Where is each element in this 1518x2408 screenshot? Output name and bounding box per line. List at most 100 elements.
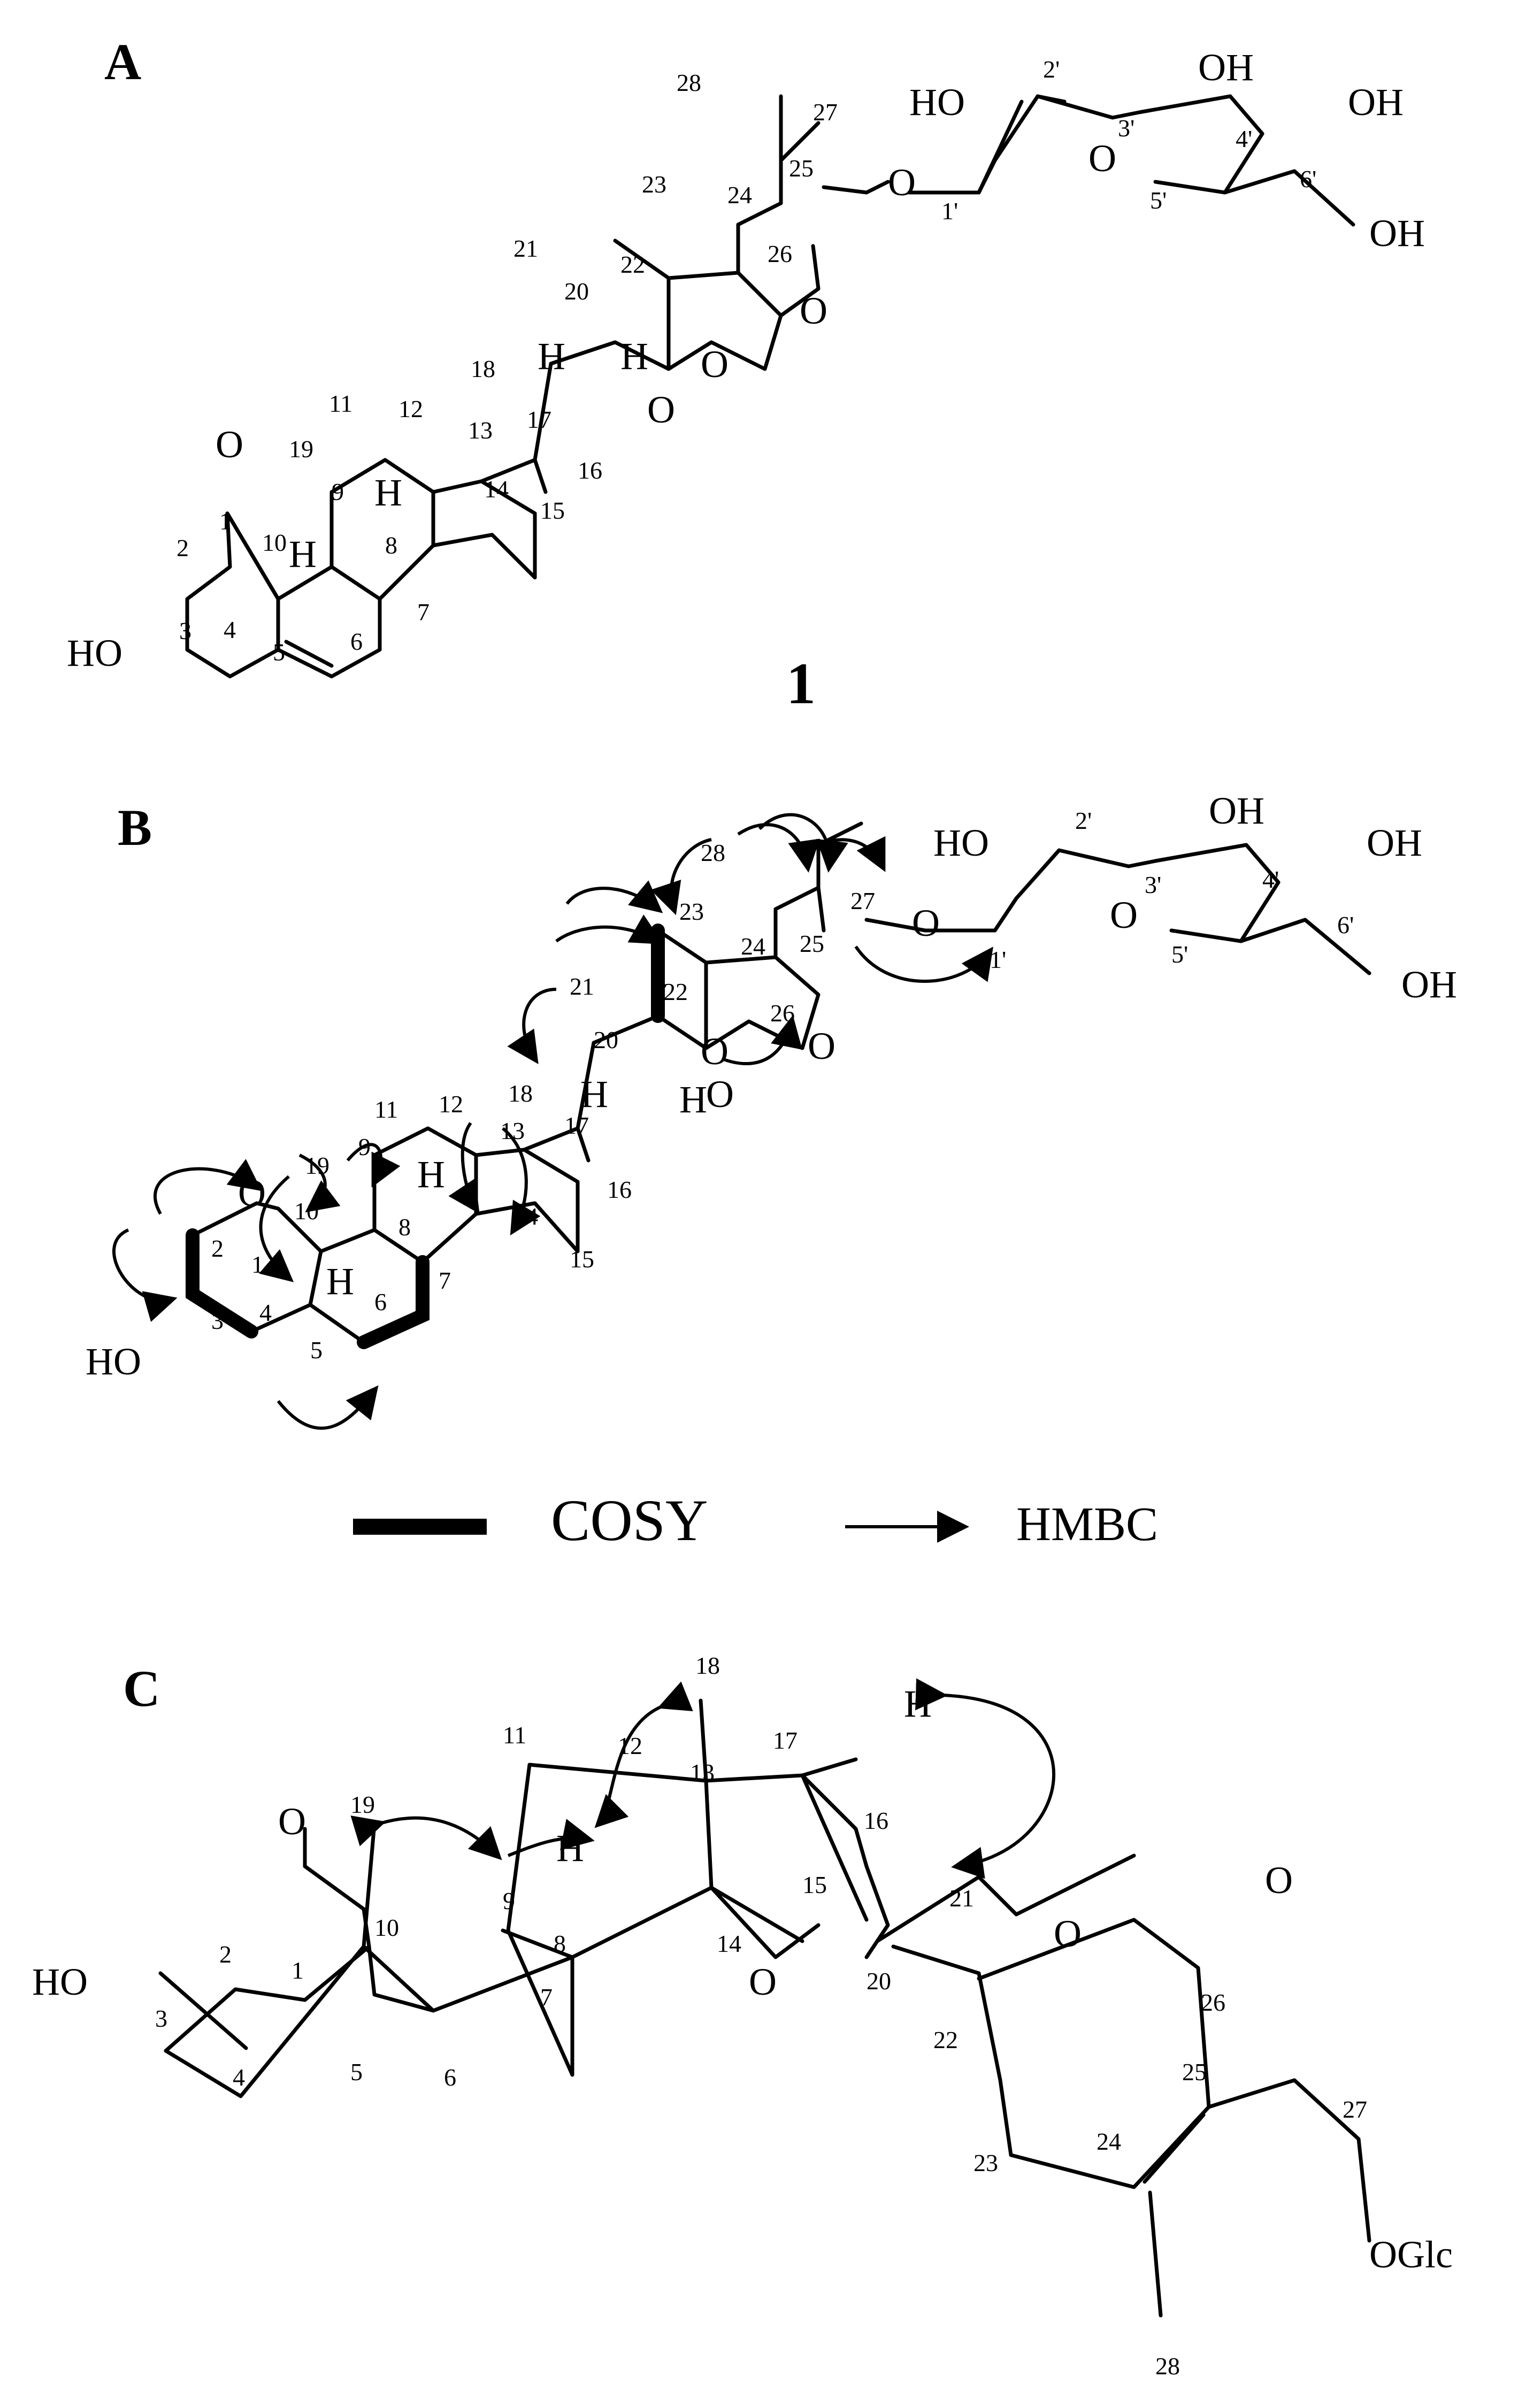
panel-a-locant-27: 27 bbox=[813, 98, 838, 126]
panel-c-locant-24: 24 bbox=[1097, 2128, 1121, 2155]
panel-b-locant-1: 1 bbox=[251, 1251, 264, 1278]
panel-a-locant-14: 14 bbox=[484, 475, 509, 503]
panel-a-h-22: H bbox=[620, 335, 648, 378]
panel-b-ketone-o: O bbox=[238, 1172, 266, 1214]
panel-b-h-9: H bbox=[326, 1260, 354, 1303]
panel-b-oh-3: OH bbox=[1209, 789, 1264, 832]
panel-a-ho-3: HO bbox=[67, 632, 122, 674]
panel-c-locant-11: 11 bbox=[503, 1721, 526, 1749]
panel-b-locant-28: 28 bbox=[701, 839, 725, 866]
panel-b-locant-4p: 4' bbox=[1262, 866, 1279, 893]
panel-b-ring-o: O bbox=[1110, 894, 1138, 936]
panel-a-ho-2: HO bbox=[909, 81, 965, 124]
panel-c-carbonyl-o: O bbox=[1265, 1859, 1293, 1902]
panel-b-locant-25: 25 bbox=[800, 930, 824, 957]
panel-a-locant-8: 8 bbox=[385, 532, 397, 559]
panel-a-lactone-o: O bbox=[701, 343, 729, 386]
panel-a-letter: A bbox=[104, 33, 141, 90]
panel-c-skeleton bbox=[158, 1698, 1371, 2318]
panel-b-locant-15: 15 bbox=[570, 1245, 594, 1273]
panel-a-locant-28: 28 bbox=[677, 69, 701, 96]
panel-b-locant-9: 9 bbox=[358, 1133, 371, 1160]
panel-b-h-17: H bbox=[580, 1073, 608, 1115]
panel-b-locant-23: 23 bbox=[679, 898, 704, 925]
panel-c-locant-16: 16 bbox=[864, 1807, 888, 1834]
hmbc-legend-label: HMBC bbox=[1016, 1498, 1158, 1551]
panel-c-locant-13: 13 bbox=[690, 1759, 715, 1786]
panel-a-compound-number: 1 bbox=[786, 651, 816, 716]
panel-a-locant-4: 4 bbox=[224, 616, 236, 643]
panel-c-locant-4: 4 bbox=[233, 2064, 245, 2091]
panel-b-locant-4: 4 bbox=[259, 1299, 272, 1326]
panel-b-locant-22: 22 bbox=[663, 978, 688, 1005]
panel-b-locant-18: 18 bbox=[508, 1080, 533, 1107]
panel-b-locant-20: 20 bbox=[594, 1026, 618, 1053]
panel-c-locant-21: 21 bbox=[949, 1884, 974, 1912]
panel-a-locant-3p: 3' bbox=[1118, 114, 1134, 142]
panel-b-oh-6: OH bbox=[1401, 963, 1457, 1006]
panel-b-locant-7: 7 bbox=[439, 1267, 451, 1294]
cosy-legend-label: COSY bbox=[551, 1488, 708, 1553]
panel-a-locant-1: 1 bbox=[219, 507, 232, 535]
panel-c-locant-25: 25 bbox=[1182, 2058, 1207, 2086]
panel-a-locant-18: 18 bbox=[471, 355, 495, 382]
panel-b-skeleton bbox=[190, 821, 863, 1344]
panel-b-locant-8: 8 bbox=[398, 1213, 411, 1241]
panel-a-locant-9: 9 bbox=[332, 478, 344, 505]
panel-c-letter: C bbox=[123, 1660, 160, 1717]
panel-a-skeleton bbox=[185, 94, 821, 679]
panel-a-locant-19: 19 bbox=[289, 435, 313, 463]
panel-a: A O HO O O O O O HO OH OH OH H H bbox=[67, 33, 1425, 716]
panel-a-locant-15: 15 bbox=[540, 497, 565, 524]
panel-b-hmbc-arrows bbox=[112, 813, 993, 1430]
panel-b-locant-2: 2 bbox=[211, 1235, 224, 1262]
panel-a-locant-3: 3 bbox=[179, 617, 191, 644]
panel-c-locant-23: 23 bbox=[973, 2149, 998, 2176]
panel-b-locant-2p: 2' bbox=[1075, 807, 1092, 834]
panel-b-locant-21: 21 bbox=[570, 973, 594, 1000]
panel-b-cosy-bonds bbox=[186, 924, 665, 1349]
panel-c-locant-10: 10 bbox=[374, 1914, 399, 1941]
panel-b-oh-4: OH bbox=[1367, 821, 1422, 864]
panel-b-letter: B bbox=[118, 799, 152, 856]
panel-c-locant-22: 22 bbox=[933, 2026, 958, 2053]
panel-c-locant-8: 8 bbox=[554, 1930, 566, 1957]
panel-b-locant-16: 16 bbox=[607, 1176, 632, 1203]
panel-a-oh-6: OH bbox=[1369, 212, 1425, 255]
panel-c-locant-2: 2 bbox=[219, 1941, 232, 1968]
panel-a-locant-5: 5 bbox=[273, 638, 285, 666]
panel-c-locant-7: 7 bbox=[540, 1983, 553, 2011]
panel-a-h-9: H bbox=[289, 533, 317, 575]
panel-c-locant-17: 17 bbox=[773, 1727, 798, 1754]
panel-a-locant-6: 6 bbox=[350, 628, 363, 655]
panel-a-locant-6p: 6' bbox=[1300, 165, 1316, 193]
panel-a-locant-20: 20 bbox=[564, 278, 589, 305]
panel-c-locant-12: 12 bbox=[618, 1732, 642, 1759]
panel-c-locant-3: 3 bbox=[155, 2005, 167, 2032]
panel-a-locant-2p: 2' bbox=[1043, 56, 1060, 83]
panel-b-h-8: H bbox=[417, 1153, 445, 1196]
panel-b-lactone-o: O bbox=[701, 1030, 729, 1073]
panel-b-locant-17: 17 bbox=[564, 1112, 589, 1139]
panel-a-locant-25: 25 bbox=[789, 155, 814, 182]
panel-c-noe-arrows bbox=[350, 1678, 1056, 1879]
panel-b-glycosidic-o: O bbox=[912, 902, 940, 944]
panel-b-legend: COSY HMBC bbox=[353, 1488, 1158, 1553]
panel-a-locant-26: 26 bbox=[768, 240, 792, 267]
panel-c-locant-6: 6 bbox=[444, 2064, 456, 2091]
panel-a-locant-11: 11 bbox=[329, 390, 352, 417]
panel-b-locant-19: 19 bbox=[305, 1152, 329, 1179]
panel-b-locant-27: 27 bbox=[850, 887, 875, 914]
panel-b-locant-1p: 1' bbox=[990, 946, 1006, 973]
panel-b-sugar-ring bbox=[864, 843, 1371, 975]
panel-a-locant-21: 21 bbox=[513, 235, 538, 262]
panel-b-ho-2: HO bbox=[933, 821, 989, 864]
panel-a-locant-22: 22 bbox=[620, 251, 645, 278]
panel-a-h-8: H bbox=[374, 471, 402, 514]
panel-c-locant-27: 27 bbox=[1343, 2096, 1367, 2123]
panel-b-locant-5: 5 bbox=[310, 1336, 323, 1364]
panel-a-h-17: H bbox=[538, 335, 565, 378]
panel-c-locant-18: 18 bbox=[695, 1652, 720, 1679]
panel-b-h-22: H bbox=[679, 1078, 707, 1121]
